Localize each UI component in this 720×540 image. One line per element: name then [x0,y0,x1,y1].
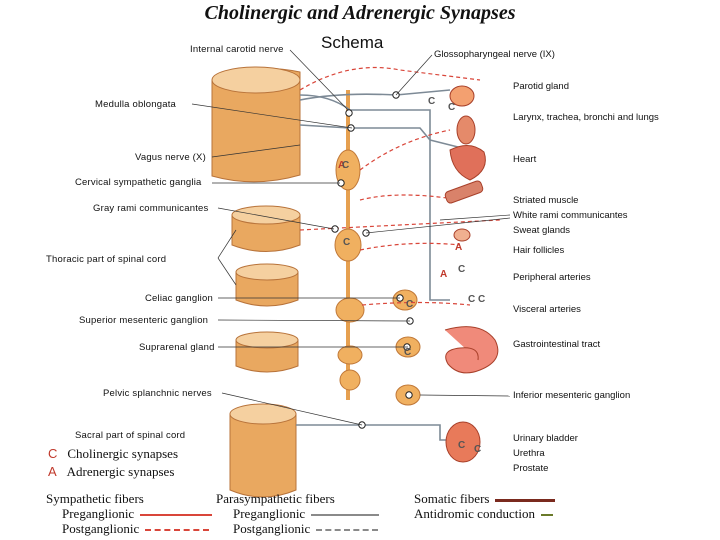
svg-text:C: C [478,294,485,305]
label-sacral-spinal-cord: Sacral part of spinal cord [75,430,185,441]
gastrointestinal-tract [445,327,498,373]
legend-parasympathetic-post-line [316,529,378,531]
label-urethra: Urethra [513,448,545,459]
svg-text:C: C [406,299,413,310]
label-visceral-arteries: Visceral arteries [513,304,581,315]
legend-cholinergic-letter: C [48,446,57,461]
label-cervical-sympathetic-ganglia: Cervical sympathetic ganglia [75,177,202,188]
legend-sympathetic-title: Sympathetic fibers [46,491,144,507]
organs [444,86,498,462]
sweat-gland [454,229,470,241]
label-white-rami-communicantes: White rami communicantes [513,210,628,221]
label-sweat-glands: Sweat glands [513,225,570,236]
label-peripheral-arteries: Peripheral arteries [513,272,591,283]
svg-text:C: C [428,96,435,107]
legend-adrenergic: A Adrenergic synapses [48,464,174,480]
label-gastrointestinal-tract: Gastrointestinal tract [513,339,600,350]
legend-parasympathetic-title: Parasympathetic fibers [216,491,335,507]
legend-parasympathetic-post: Postganglionic [233,521,378,537]
svg-text:A: A [455,242,462,253]
svg-text:C: C [404,347,411,358]
lungs [457,116,475,144]
legend-antidromic-line [541,514,553,516]
striated-muscle [444,180,484,204]
parasympathetic-fibers [296,90,470,440]
label-superior-mesenteric-ganglion: Superior mesenteric ganglion [79,315,208,326]
label-celiac-ganglion: Celiac ganglion [145,293,213,304]
svg-text:C: C [343,237,350,248]
legend-parasympathetic-pre: Preganglionic [233,506,379,522]
legend-sympathetic-post-label: Postganglionic [62,521,139,536]
spinal-cord-segments [212,67,300,497]
legend-parasympathetic-pre-label: Preganglionic [233,506,305,521]
legend-cholinergic-label: Cholinergic synapses [67,446,178,461]
sacral-segment [230,414,296,497]
legend-antidromic: Antidromic conduction [414,506,553,522]
label-inferior-mesenteric-ganglion: Inferior mesenteric ganglion [513,390,630,401]
label-urinary-bladder: Urinary bladder [513,433,578,444]
svg-text:C: C [342,160,349,171]
legend-sympathetic-pre-label: Preganglionic [62,506,134,521]
label-glossopharyngeal-nerve: Glossopharyngeal nerve (IX) [434,49,555,60]
legend-somatic-label: Somatic fibers [414,491,489,506]
label-pelvic-splanchnic-nerves: Pelvic splanchnic nerves [103,388,212,399]
svg-text:A: A [440,269,447,280]
label-heart: Heart [513,154,536,165]
legend-cholinergic: C Cholinergic synapses [48,446,178,462]
svg-text:C: C [458,440,465,451]
legend-sympathetic-pre: Preganglionic [62,506,212,522]
svg-text:C: C [474,444,481,455]
label-internal-carotid-nerve: Internal carotid nerve [190,44,284,55]
legend-adrenergic-label: Adrenergic synapses [67,464,175,479]
label-larynx-lungs: Larynx, trachea, bronchi and lungs [513,112,659,123]
label-thoracic-spinal-cord: Thoracic part of spinal cord [46,254,166,265]
legend-sympathetic-post-line [145,529,209,531]
label-gray-rami-communicantes: Gray rami communicantes [93,203,208,214]
label-prostate: Prostate [513,463,548,474]
heart [450,145,485,180]
legend-parasympathetic-pre-line [311,514,379,516]
legend-sympathetic-pre-line [140,514,212,516]
legend-somatic-line [495,499,555,502]
svg-text:C: C [468,294,475,305]
svg-text:C: C [458,264,465,275]
label-medulla-oblongata: Medulla oblongata [95,99,176,110]
legend-sympathetic-post: Postganglionic [62,521,209,537]
label-vagus-nerve: Vagus nerve (X) [135,152,206,163]
legend-antidromic-label: Antidromic conduction [414,506,535,521]
legend-adrenergic-letter: A [48,464,57,479]
legend-parasympathetic-post-label: Postganglionic [233,521,310,536]
svg-text:C: C [448,102,455,113]
label-parotid-gland: Parotid gland [513,81,569,92]
label-suprarenal-gland: Suprarenal gland [139,342,215,353]
legend-somatic: Somatic fibers [414,491,555,507]
label-hair-follicles: Hair follicles [513,245,564,256]
label-striated-muscle: Striated muscle [513,195,578,206]
